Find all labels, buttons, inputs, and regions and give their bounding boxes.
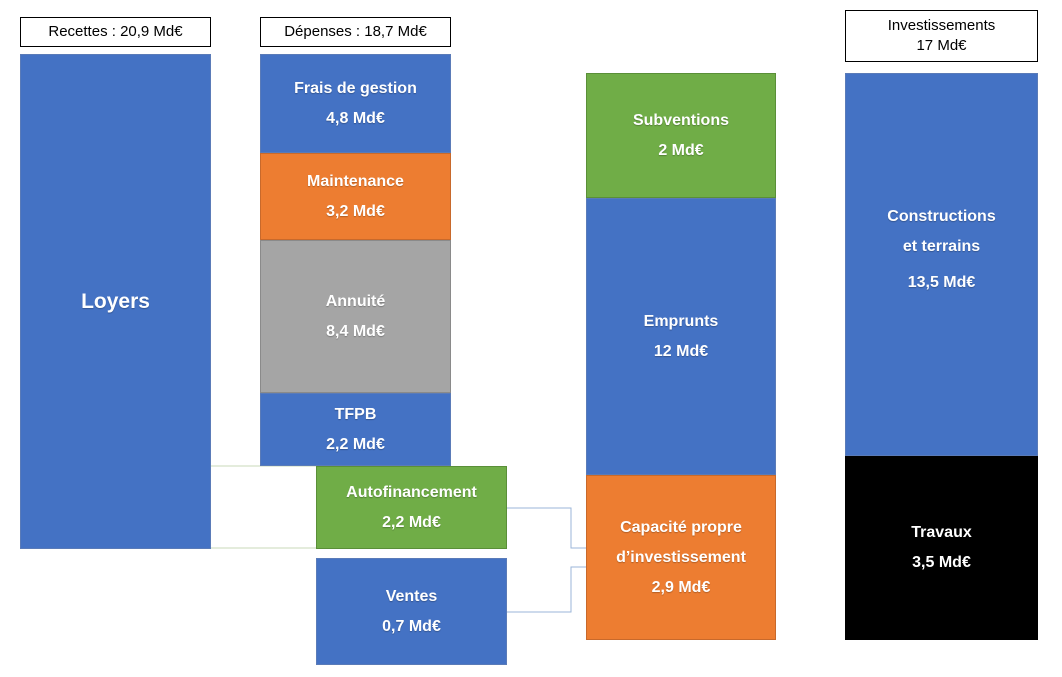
block-emprunts-value: 12 Md€ [653,342,709,360]
block-tfpb: TFPB 2,2 Md€ [260,393,451,466]
header-investissements: Investissements 17 Md€ [845,10,1038,62]
header-depenses-text: Dépenses : 18,7 Md€ [284,23,427,40]
block-loyers: Loyers [20,54,211,549]
connector-autofinancement-capacite [507,507,586,549]
block-constructions-value: 13,5 Md€ [907,274,976,291]
connector-ventes-capacite [507,566,586,613]
header-recettes: Recettes : 20,9 Md€ [20,17,211,47]
header-investissements-line2: 17 Md€ [916,37,967,54]
block-constructions-label1: Constructions [887,208,996,225]
block-constructions-terrains: Constructions et terrains 13,5 Md€ [845,73,1038,456]
block-capacite-label1: Capacité propre [620,518,742,536]
block-travaux-value: 3,5 Md€ [912,554,971,571]
block-capacite-propre: Capacité propre d’investissement 2,9 Md€ [586,475,776,640]
block-annuite-label: Annuité [325,292,386,310]
block-ventes: Ventes 0,7 Md€ [316,558,507,665]
block-ventes-value: 0,7 Md€ [382,617,441,635]
block-tfpb-value: 2,2 Md€ [326,435,385,453]
block-capacite-label2: d’investissement [616,548,746,566]
block-emprunts-label: Emprunts [643,312,719,330]
block-ventes-label: Ventes [385,587,438,605]
block-autofinancement-value: 2,2 Md€ [382,513,441,531]
block-maintenance-label: Maintenance [307,172,404,190]
block-autofinancement: Autofinancement 2,2 Md€ [316,466,507,549]
block-travaux: Travaux 3,5 Md€ [845,456,1038,640]
block-maintenance-value: 3,2 Md€ [326,202,385,220]
header-investissements-line1: Investissements [887,17,996,34]
block-travaux-label: Travaux [911,524,972,541]
block-frais-value: 4,8 Md€ [326,109,385,127]
block-subventions-label: Subventions [632,111,729,129]
block-constructions-label2: et terrains [902,238,981,255]
block-subventions: Subventions 2 Md€ [586,73,776,198]
block-tfpb-label: TFPB [334,405,377,423]
block-maintenance: Maintenance 3,2 Md€ [260,153,451,240]
block-frais-de-gestion: Frais de gestion 4,8 Md€ [260,54,451,153]
block-annuite-value: 8,4 Md€ [326,322,385,340]
block-frais-label: Frais de gestion [294,79,417,97]
block-emprunts: Emprunts 12 Md€ [586,198,776,475]
block-loyers-label: Loyers [81,289,150,313]
block-annuite: Annuité 8,4 Md€ [260,240,451,393]
block-subventions-value: 2 Md€ [658,141,704,159]
block-capacite-value: 2,9 Md€ [651,578,711,596]
header-depenses: Dépenses : 18,7 Md€ [260,17,451,47]
block-autofinancement-label: Autofinancement [346,483,477,501]
header-recettes-text: Recettes : 20,9 Md€ [48,23,183,40]
